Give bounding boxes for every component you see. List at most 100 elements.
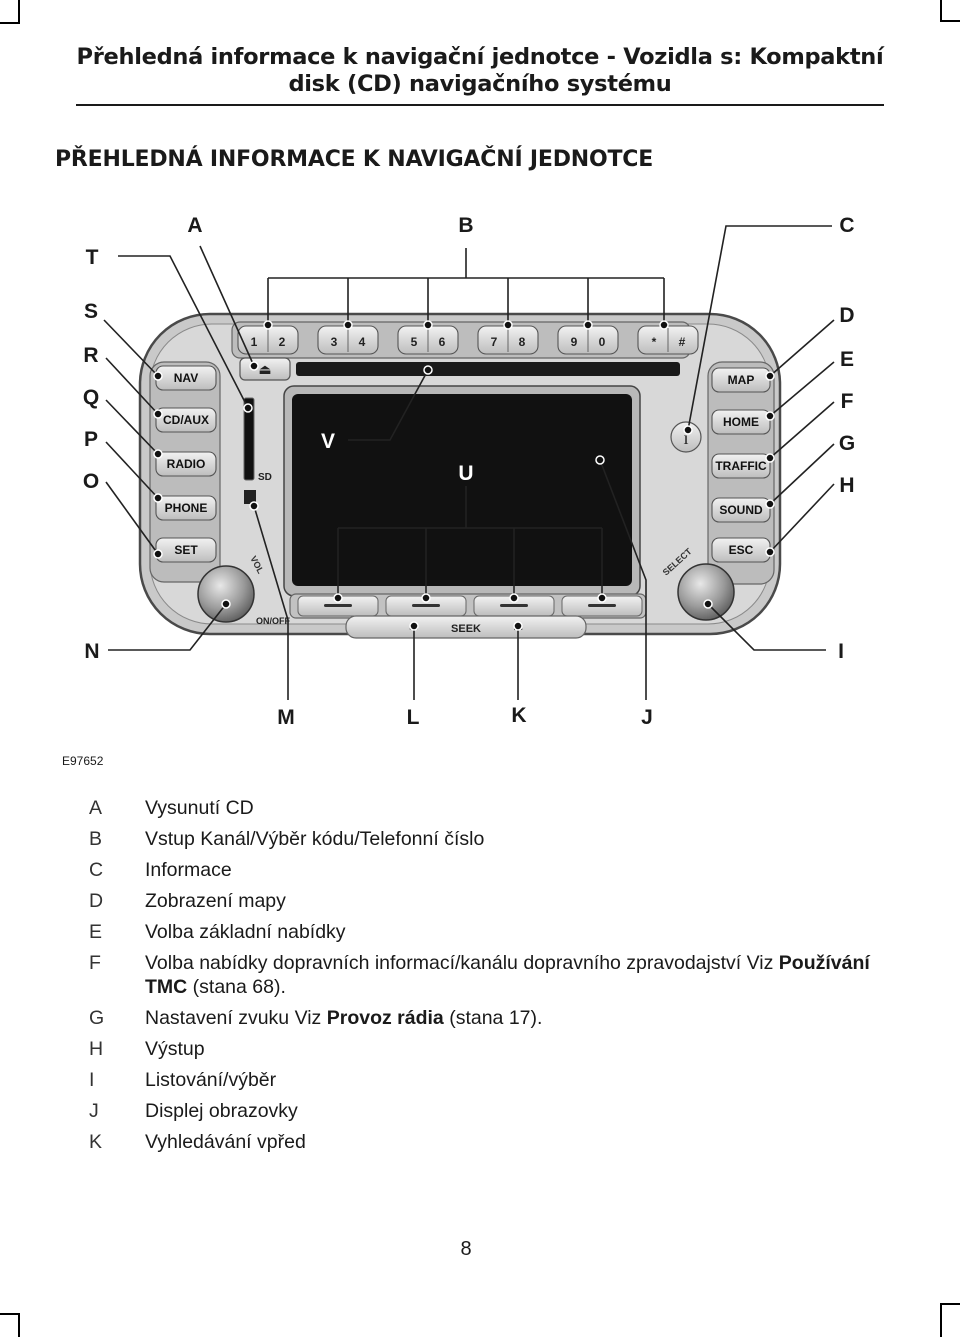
preset-label-b: 4	[359, 335, 366, 349]
callout-e: E	[840, 348, 854, 371]
callout-u: U	[458, 462, 473, 485]
legend-text: Listování/výběr	[145, 1069, 277, 1091]
callout-g: G	[839, 432, 855, 455]
phone-button[interactable]: PHONE	[155, 495, 217, 521]
select-knob[interactable]	[677, 563, 735, 621]
callout-t: T	[86, 246, 99, 269]
cd-aux-button-label: CD/AUX	[163, 413, 209, 427]
seek-button[interactable]	[345, 615, 587, 639]
preset-label-b: 6	[439, 335, 446, 349]
seek-label: SEEK	[451, 623, 481, 635]
callout-q: Q	[83, 386, 99, 409]
preset-label-b: 2	[279, 335, 286, 349]
sd-indicator	[244, 490, 256, 504]
legend-text-post: (stana 68).	[187, 976, 286, 998]
legend-key: G	[89, 1007, 105, 1029]
legend-list: A Vysunutí CD B Vstup Kanál/Výběr kódu/Tele…	[86, 796, 916, 1161]
crop-mark	[0, 22, 20, 24]
preset-label-a: 5	[411, 335, 418, 349]
legend-text: Volba základní nabídky	[145, 921, 346, 943]
callout-k: K	[511, 704, 526, 727]
crop-mark	[18, 0, 20, 24]
header-line-1: Přehledná informace k navigační jednotce…	[76, 44, 884, 70]
info-button[interactable]	[670, 421, 702, 453]
preset-label-a: 9	[571, 335, 578, 349]
volume-knob[interactable]	[197, 565, 255, 623]
home-button-label: HOME	[723, 415, 759, 429]
legend-key: A	[89, 797, 103, 819]
home-button[interactable]: HOME	[711, 409, 771, 435]
soft-key-1[interactable]	[297, 595, 379, 617]
page-number: 8	[460, 1238, 472, 1260]
legend-key: K	[89, 1131, 103, 1153]
traffic-button-label: TRAFFIC	[715, 459, 767, 473]
callout-p: P	[84, 428, 98, 451]
eject-icon: ⏏	[258, 361, 271, 377]
crop-mark	[940, 20, 960, 22]
set-button-label: SET	[174, 543, 198, 557]
callout-o: O	[83, 470, 99, 493]
legend-text: Vstup Kanál/Výběr kódu/Telefonní číslo	[145, 828, 485, 850]
legend-text: Vysunutí CD	[145, 797, 254, 819]
legend-key: I	[89, 1069, 95, 1091]
nav-button-label: NAV	[174, 371, 198, 385]
figure-code: E97652	[62, 754, 104, 768]
crop-mark	[18, 1313, 20, 1337]
sd-label: SD	[258, 472, 272, 483]
map-button-label: MAP	[728, 373, 755, 387]
legend-key: H	[89, 1038, 104, 1060]
callout-n: N	[84, 640, 99, 663]
callout-a: A	[187, 214, 202, 237]
legend-item: D Zobrazení mapy	[86, 889, 916, 913]
preset-label-b: 8	[519, 335, 526, 349]
preset-label-a: 3	[331, 335, 338, 349]
legend-text: Vyhledávání vpřed	[145, 1131, 306, 1153]
section-title: PŘEHLEDNÁ INFORMACE K NAVIGAČNÍ JEDNOTCE	[55, 147, 654, 172]
callout-b: B	[458, 214, 473, 237]
legend-item: F Volba nabídky dopravních informací/kaná…	[86, 951, 916, 999]
crop-mark	[940, 0, 942, 20]
preset-label-b: #	[679, 335, 686, 349]
esc-button[interactable]: ESC	[711, 537, 771, 563]
display-screen	[283, 385, 641, 597]
legend-item: I Listování/výběr	[86, 1068, 916, 1092]
cd-aux-button[interactable]: CD/AUX	[155, 407, 217, 433]
map-button[interactable]: MAP	[711, 367, 771, 393]
radio-button[interactable]: RADIO	[155, 451, 217, 477]
legend-item: B Vstup Kanál/Výběr kódu/Telefonní číslo	[86, 827, 916, 851]
page-header: Přehledná informace k navigační jednotce…	[40, 44, 920, 98]
preset-button-6[interactable]: *#	[637, 325, 699, 355]
header-rule	[76, 104, 884, 106]
traffic-button[interactable]: TRAFFIC	[711, 453, 771, 479]
legend-reference-link[interactable]: Provoz rádia	[326, 1007, 444, 1029]
leader-dots	[153, 320, 775, 631]
legend-text: Zobrazení mapy	[145, 890, 286, 912]
callout-d: D	[839, 304, 854, 327]
legend-item: K Vyhledávání vpřed	[86, 1130, 916, 1154]
legend-text: Volba nabídky dopravních informací/kanál…	[145, 951, 916, 999]
sound-button[interactable]: SOUND	[711, 497, 771, 523]
phone-button-label: PHONE	[165, 501, 208, 515]
legend-key: C	[89, 859, 104, 881]
set-button[interactable]: SET	[155, 537, 217, 563]
callout-r: R	[83, 344, 98, 367]
radio-button-label: RADIO	[167, 457, 206, 471]
legend-reference-link[interactable]: Používání TMC	[145, 952, 870, 998]
callout-l: L	[407, 706, 420, 729]
cd-slot	[296, 362, 680, 376]
leader-lines	[103, 225, 835, 700]
legend-key: B	[89, 828, 103, 850]
legend-key: J	[89, 1100, 99, 1122]
legend-key: D	[89, 890, 104, 912]
nav-button[interactable]: NAV	[155, 365, 217, 391]
legend-key: F	[89, 952, 101, 974]
callout-v: V	[321, 430, 335, 453]
